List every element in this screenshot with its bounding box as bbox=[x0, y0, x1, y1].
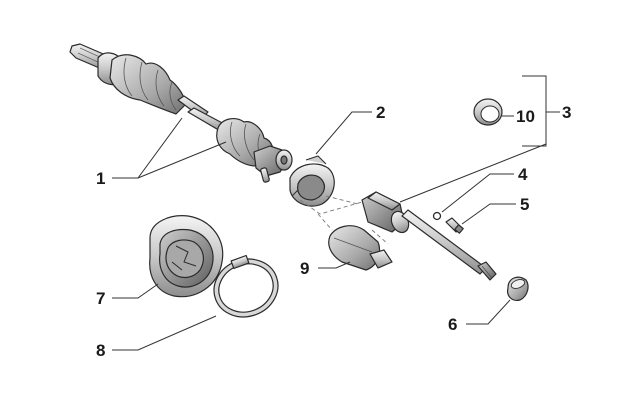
callout-3: 3 bbox=[562, 103, 571, 122]
callout-1: 1 bbox=[96, 169, 105, 188]
part-6-cap bbox=[507, 276, 529, 301]
callout-8: 8 bbox=[96, 341, 105, 360]
part-1-drive-shaft bbox=[69, 43, 293, 183]
part-3-intermediate-shaft bbox=[361, 191, 497, 281]
part-5-bolt bbox=[445, 217, 464, 234]
callout-2: 2 bbox=[376, 103, 385, 122]
part-4-circlip bbox=[432, 211, 442, 221]
callout-5: 5 bbox=[520, 195, 529, 214]
callout-7: 7 bbox=[96, 289, 105, 308]
callout-labels: 1 2 3 4 5 6 7 8 9 10 bbox=[96, 103, 571, 360]
callout-6: 6 bbox=[448, 315, 457, 334]
callout-9: 9 bbox=[300, 259, 309, 278]
callout-4: 4 bbox=[518, 165, 528, 184]
part-7-seal bbox=[149, 215, 224, 298]
part-2-plate bbox=[289, 155, 335, 207]
leader-lines bbox=[112, 75, 560, 351]
part-9-joint bbox=[328, 225, 393, 271]
part-10-ring bbox=[473, 98, 503, 126]
part-8-clamp bbox=[213, 254, 279, 318]
callout-10: 10 bbox=[516, 107, 535, 126]
assembly-guide-lines bbox=[299, 195, 389, 245]
